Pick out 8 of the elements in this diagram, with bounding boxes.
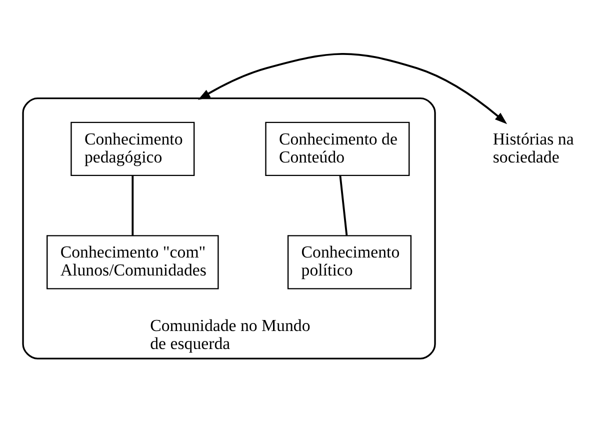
node-box: Conhecimento de Conteúdo (265, 121, 410, 176)
node-box: Conhecimento pedagógico (70, 121, 195, 176)
arrow (198, 52, 508, 124)
node-text: Histórias na sociedade (492, 128, 574, 166)
node-box: Conhecimento político (287, 234, 412, 289)
node-box: Conhecimento "com" Alunos/Comunidades (46, 234, 219, 289)
connector (132, 175, 134, 235)
connector (339, 175, 348, 235)
